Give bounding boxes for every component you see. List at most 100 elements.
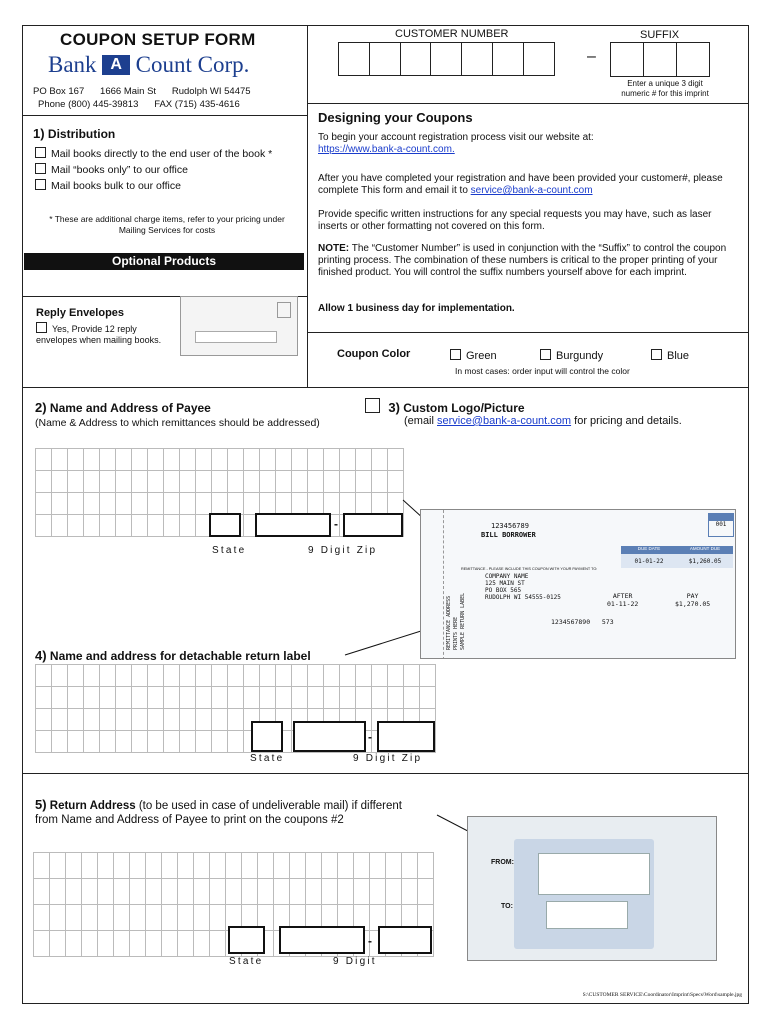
grid-cell[interactable]: [420, 731, 436, 753]
grid-cell[interactable]: [84, 449, 100, 471]
grid-cell[interactable]: [100, 665, 116, 687]
grid-cell[interactable]: [116, 449, 132, 471]
grid-cell[interactable]: [260, 449, 276, 471]
grid-cell[interactable]: [52, 687, 68, 709]
grid-cell[interactable]: [178, 853, 194, 879]
grid-cell[interactable]: [162, 905, 178, 931]
grid-cell[interactable]: [68, 515, 84, 537]
grid-cell[interactable]: [308, 449, 324, 471]
grid-cell[interactable]: [68, 471, 84, 493]
grid-cell[interactable]: [388, 449, 404, 471]
grid-cell[interactable]: [180, 665, 196, 687]
grid-cell[interactable]: [146, 905, 162, 931]
grid-cell[interactable]: [340, 471, 356, 493]
checkbox[interactable]: [450, 349, 461, 360]
grid-cell[interactable]: [276, 471, 292, 493]
grid-cell[interactable]: [226, 879, 242, 905]
grid-cell[interactable]: [258, 905, 274, 931]
grid-cell[interactable]: [100, 515, 116, 537]
grid-cell[interactable]: [196, 731, 212, 753]
checkbox[interactable]: [35, 163, 46, 174]
payee-state-field[interactable]: [209, 513, 241, 537]
grid-cell[interactable]: [100, 687, 116, 709]
grid-cell[interactable]: [340, 449, 356, 471]
grid-cell[interactable]: [164, 731, 180, 753]
grid-cell[interactable]: [212, 449, 228, 471]
grid-cell[interactable]: [212, 709, 228, 731]
grid-cell[interactable]: [52, 493, 68, 515]
grid-cell[interactable]: [132, 515, 148, 537]
grid-cell[interactable]: [356, 449, 372, 471]
grid-cell[interactable]: [84, 665, 100, 687]
grid-cell[interactable]: [148, 471, 164, 493]
grid-cell[interactable]: [148, 449, 164, 471]
grid-cell[interactable]: [98, 879, 114, 905]
grid-cell[interactable]: [372, 687, 388, 709]
grid-cell[interactable]: [132, 471, 148, 493]
grid-cell[interactable]: [164, 709, 180, 731]
digit-box[interactable]: [522, 42, 555, 76]
grid-cell[interactable]: [338, 879, 354, 905]
grid-cell[interactable]: [324, 515, 340, 537]
color-option-burgundy[interactable]: Burgundy: [540, 349, 603, 362]
grid-cell[interactable]: [132, 665, 148, 687]
grid-cell[interactable]: [34, 905, 50, 931]
grid-cell[interactable]: [388, 471, 404, 493]
grid-cell[interactable]: [66, 931, 82, 957]
grid-cell[interactable]: [260, 471, 276, 493]
grid-cell[interactable]: [116, 687, 132, 709]
grid-cell[interactable]: [276, 709, 292, 731]
grid-cell[interactable]: [356, 731, 372, 753]
grid-cell[interactable]: [100, 471, 116, 493]
website-link[interactable]: https://www.bank-a-count.com.: [318, 144, 455, 155]
grid-cell[interactable]: [258, 853, 274, 879]
grid-cell[interactable]: [84, 493, 100, 515]
checkbox[interactable]: [365, 398, 380, 413]
grid-cell[interactable]: [36, 687, 52, 709]
grid-cell[interactable]: [196, 687, 212, 709]
grid-cell[interactable]: [324, 665, 340, 687]
payee-zip5-field[interactable]: [255, 513, 331, 537]
checkbox[interactable]: [651, 349, 662, 360]
grid-cell[interactable]: [210, 931, 226, 957]
grid-cell[interactable]: [116, 665, 132, 687]
email-link[interactable]: service@bank-a-count.com: [437, 415, 572, 427]
grid-cell[interactable]: [132, 449, 148, 471]
grid-cell[interactable]: [116, 471, 132, 493]
grid-cell[interactable]: [196, 471, 212, 493]
grid-cell[interactable]: [114, 905, 130, 931]
grid-cell[interactable]: [196, 449, 212, 471]
grid-cell[interactable]: [114, 853, 130, 879]
grid-cell[interactable]: [404, 665, 420, 687]
grid-cell[interactable]: [290, 853, 306, 879]
checkbox[interactable]: [35, 179, 46, 190]
grid-cell[interactable]: [418, 853, 434, 879]
grid-cell[interactable]: [50, 853, 66, 879]
grid-cell[interactable]: [388, 687, 404, 709]
grid-cell[interactable]: [180, 493, 196, 515]
grid-cell[interactable]: [212, 687, 228, 709]
grid-cell[interactable]: [82, 879, 98, 905]
distribution-option[interactable]: Mail books directly to the end user of t…: [35, 146, 272, 162]
grid-cell[interactable]: [306, 853, 322, 879]
grid-cell[interactable]: [196, 709, 212, 731]
grid-cell[interactable]: [370, 879, 386, 905]
grid-cell[interactable]: [276, 687, 292, 709]
grid-cell[interactable]: [132, 493, 148, 515]
grid-cell[interactable]: [100, 731, 116, 753]
grid-cell[interactable]: [274, 853, 290, 879]
grid-cell[interactable]: [242, 879, 258, 905]
grid-cell[interactable]: [308, 665, 324, 687]
grid-cell[interactable]: [196, 493, 212, 515]
grid-cell[interactable]: [34, 853, 50, 879]
grid-cell[interactable]: [66, 905, 82, 931]
digit-box[interactable]: [430, 42, 463, 76]
grid-cell[interactable]: [100, 709, 116, 731]
grid-cell[interactable]: [210, 853, 226, 879]
distribution-option[interactable]: Mail books bulk to our office: [35, 178, 272, 194]
grid-cell[interactable]: [82, 853, 98, 879]
grid-cell[interactable]: [356, 471, 372, 493]
grid-cell[interactable]: [324, 493, 340, 515]
grid-cell[interactable]: [178, 905, 194, 931]
digit-box[interactable]: [675, 42, 710, 77]
